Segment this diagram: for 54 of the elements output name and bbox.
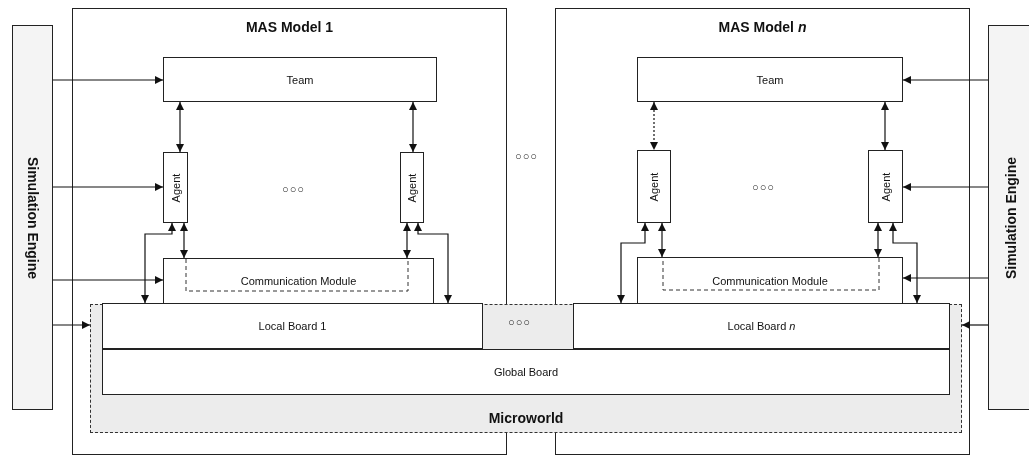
- box-label: Global Board: [493, 366, 559, 378]
- arrow: [961, 320, 989, 330]
- arrow: [179, 222, 189, 259]
- arrow: [902, 273, 989, 283]
- process-box: [163, 258, 434, 304]
- arrow: [873, 222, 883, 258]
- arrow: [413, 222, 453, 304]
- arrow: [402, 222, 412, 259]
- process-box: [102, 303, 483, 349]
- side-panel: [12, 25, 53, 410]
- arrow: [657, 222, 667, 258]
- process-box: [102, 349, 950, 395]
- arrow: [902, 75, 989, 85]
- process-box: [637, 57, 903, 102]
- arrow: [52, 182, 164, 192]
- process-box: [637, 150, 671, 223]
- box-label: Agent: [648, 172, 660, 201]
- arrow: [52, 75, 164, 85]
- panel-title: MAS Model 1: [245, 19, 334, 35]
- box-label: Agent: [169, 173, 182, 202]
- box-label: Communication Module: [712, 274, 828, 287]
- box-label: Local Board 1: [258, 320, 327, 332]
- process-box: [868, 150, 903, 223]
- side-panel: [988, 25, 1029, 410]
- arrow: [52, 320, 91, 330]
- arrow: [408, 101, 418, 153]
- arrow: [902, 182, 989, 192]
- process-box: [573, 303, 950, 349]
- arrow: [880, 101, 890, 151]
- box-label: Communication Module: [240, 275, 357, 287]
- process-box: [163, 152, 188, 223]
- box-label: Agent: [879, 172, 892, 201]
- arrow: [888, 222, 922, 304]
- box-label: Agent: [406, 173, 418, 202]
- ellipsis-mark: ○○○: [752, 181, 775, 193]
- dashed-region: [90, 304, 962, 433]
- region-title: Microworld: [488, 410, 564, 426]
- arrow: [140, 222, 177, 304]
- ellipsis-mark: ○○○: [515, 150, 538, 162]
- box-label: Team: [286, 73, 314, 86]
- box-label: Team: [756, 73, 784, 86]
- box-label: Local Board n: [727, 320, 796, 332]
- arrow: [52, 275, 164, 285]
- process-box: [400, 152, 424, 223]
- arrow: [175, 101, 185, 153]
- panel-label: Simulation Engine: [24, 156, 41, 279]
- ellipsis-mark: ○○○: [282, 183, 305, 195]
- arrow: [649, 101, 659, 151]
- panel-label: Simulation Engine: [1002, 156, 1019, 279]
- panel-title: MAS Model n: [718, 19, 807, 35]
- process-box: [163, 57, 437, 102]
- arrow: [616, 222, 650, 304]
- ellipsis-mark: ○○○: [508, 316, 531, 328]
- process-box: [637, 257, 903, 304]
